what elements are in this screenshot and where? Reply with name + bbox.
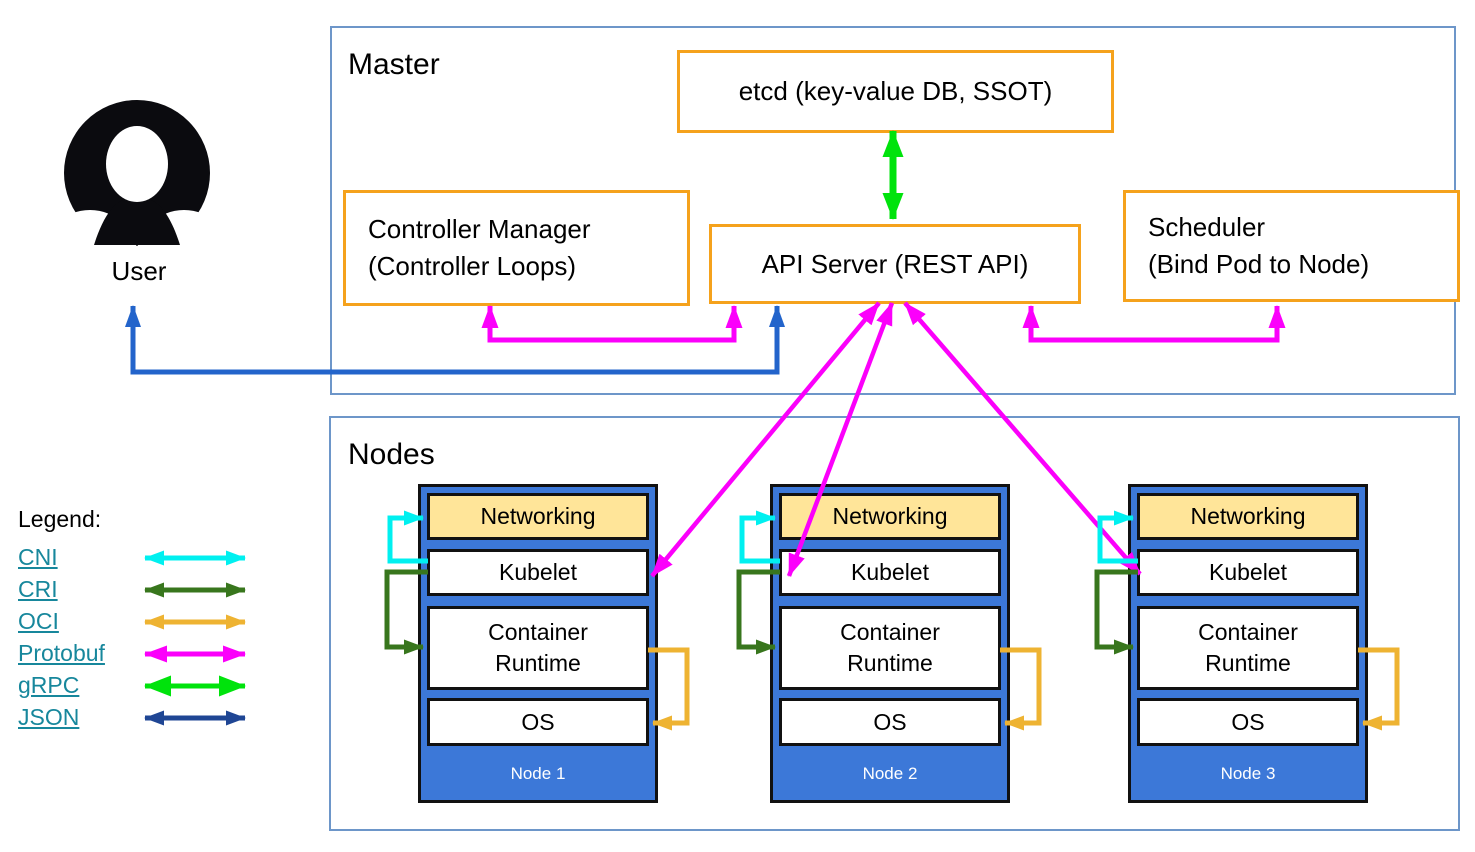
- networking-box: Networking: [427, 493, 649, 540]
- api-server-box: API Server (REST API): [709, 224, 1081, 304]
- legend-link-protobuf[interactable]: Protobuf: [18, 640, 105, 666]
- kubelet-label: Kubelet: [498, 559, 577, 585]
- kubelet-label: Kubelet: [1208, 559, 1287, 585]
- node-3: Networking Kubelet Container Runtime OS …: [1128, 484, 1368, 803]
- kubelet-box: Kubelet: [1137, 549, 1359, 596]
- networking-label: Networking: [480, 503, 596, 529]
- legend-link-cni[interactable]: CNI: [18, 544, 58, 570]
- controller-manager-line1: Controller Manager: [368, 214, 591, 244]
- etcd-box: etcd (key-value DB, SSOT): [677, 50, 1114, 133]
- controller-manager-box: Controller Manager (Controller Loops): [343, 190, 690, 306]
- node-2-label: Node 2: [862, 764, 918, 783]
- os-label: OS: [1231, 708, 1265, 735]
- legend-link-cri[interactable]: CRI: [18, 576, 58, 602]
- networking-box: Networking: [779, 493, 1001, 540]
- kubelet-box: Kubelet: [779, 549, 1001, 596]
- node-3-label: Node 3: [1220, 764, 1276, 783]
- nodes-frame: [329, 416, 1460, 831]
- scheduler-box: Scheduler (Bind Pod to Node): [1123, 190, 1460, 302]
- os-box: OS: [1137, 698, 1359, 746]
- networking-label: Networking: [832, 503, 948, 529]
- legend-link-json[interactable]: JSON: [18, 704, 80, 730]
- scheduler-line2: (Bind Pod to Node): [1148, 249, 1370, 279]
- legend-title: Legend:: [18, 506, 102, 532]
- nodes-title: Nodes: [348, 438, 435, 471]
- legend-link-grpc[interactable]: gRPC: [18, 672, 80, 698]
- etcd-label: etcd (key-value DB, SSOT): [738, 76, 1053, 106]
- node-1-label: Node 1: [510, 764, 566, 783]
- person-icon: [62, 100, 212, 248]
- container-runtime-label: Container Runtime: [488, 619, 588, 676]
- node-2: Networking Kubelet Container Runtime OS …: [770, 484, 1010, 803]
- networking-box: Networking: [1137, 493, 1359, 540]
- container-runtime-box: Container Runtime: [1137, 606, 1359, 690]
- os-box: OS: [779, 698, 1001, 746]
- scheduler-line1: Scheduler: [1148, 212, 1266, 242]
- kubelet-box: Kubelet: [427, 549, 649, 596]
- api-server-label: API Server (REST API): [761, 248, 1029, 279]
- networking-label: Networking: [1190, 503, 1306, 529]
- container-runtime-box: Container Runtime: [427, 606, 649, 690]
- controller-manager-line2: (Controller Loops): [368, 251, 577, 281]
- os-box: OS: [427, 698, 649, 746]
- node-1: Networking Kubelet Container Runtime OS …: [418, 484, 658, 803]
- kubelet-label: Kubelet: [850, 559, 929, 585]
- os-label: OS: [521, 708, 555, 735]
- container-runtime-box: Container Runtime: [779, 606, 1001, 690]
- container-runtime-label: Container Runtime: [840, 619, 940, 676]
- os-label: OS: [873, 708, 907, 735]
- container-runtime-label: Container Runtime: [1198, 619, 1298, 676]
- legend-link-oci[interactable]: OCI: [18, 608, 59, 634]
- user-label: User: [111, 256, 167, 286]
- master-title: Master: [348, 48, 440, 81]
